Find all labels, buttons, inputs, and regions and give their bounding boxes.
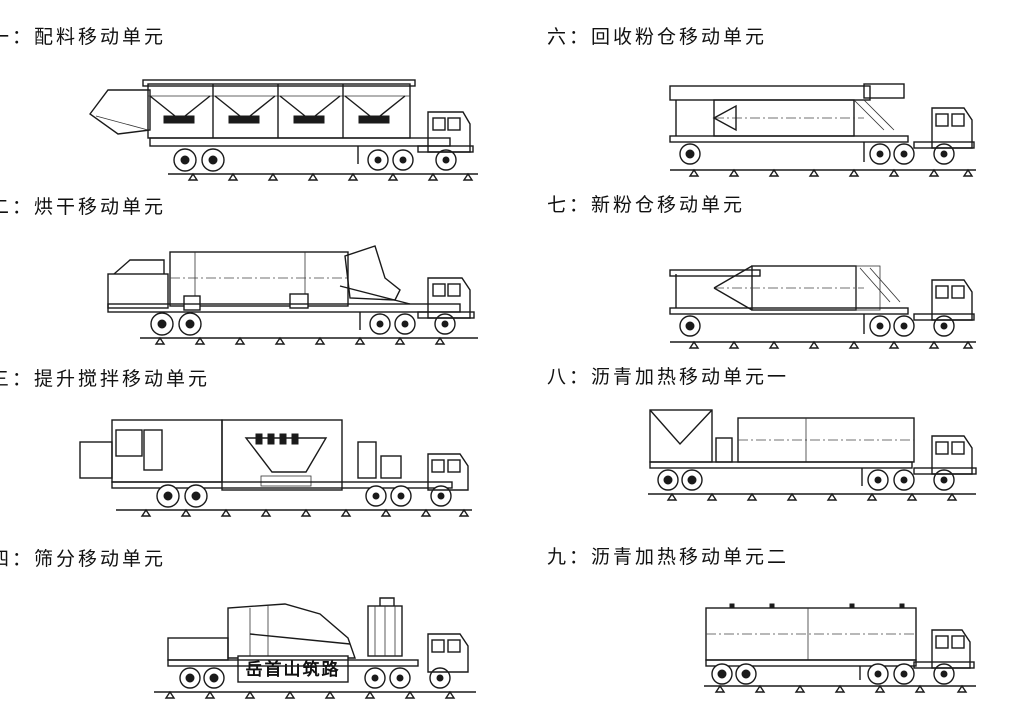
asphalt-unit-2-drawing	[700, 596, 980, 700]
label-newpowder-unit: 七：新粉仓移动单元	[547, 194, 746, 216]
mixing-unit-drawing	[76, 412, 476, 522]
recovery-unit-drawing	[664, 78, 980, 186]
batching-unit-drawing	[88, 72, 480, 187]
label-asphalt-unit-1: 八：沥青加热移动单元一	[547, 366, 790, 388]
screening-unit-drawing: 岳首山筑路	[150, 594, 480, 706]
company-stamp-text: 岳首山筑路	[246, 659, 341, 680]
label-drying-unit: 二：烘干移动单元	[0, 196, 167, 218]
label-batching-unit: 一：配料移动单元	[0, 26, 167, 48]
label-recovery-unit: 六：回收粉仓移动单元	[547, 26, 768, 48]
label-asphalt-unit-2: 九：沥青加热移动单元二	[547, 546, 790, 568]
newpowder-unit-drawing	[664, 254, 980, 356]
label-mixing-unit: 三：提升搅拌移动单元	[0, 368, 211, 390]
drying-unit-drawing	[100, 238, 480, 350]
label-screening-unit: 四：筛分移动单元	[0, 548, 167, 570]
asphalt-unit-1-drawing	[642, 404, 980, 508]
